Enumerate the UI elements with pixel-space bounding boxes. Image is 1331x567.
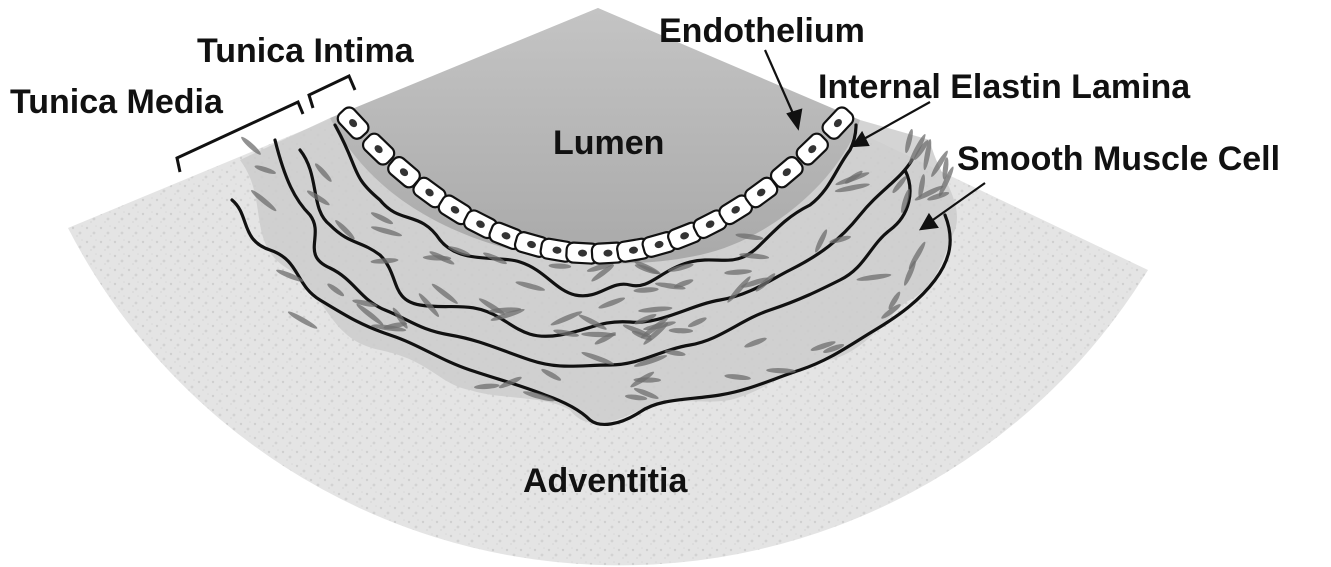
endothelium-label: Endothelium: [659, 12, 865, 50]
smooth-muscle-cell-label: Smooth Muscle Cell: [957, 140, 1280, 178]
internal-elastin-lamina-label: Internal Elastin Lamina: [818, 68, 1191, 106]
tunica-media-label: Tunica Media: [10, 83, 224, 121]
tunica-intima-bracket: [309, 76, 355, 108]
lumen-label: Lumen: [553, 124, 664, 162]
adventitia-label: Adventitia: [523, 462, 688, 500]
tunica-intima-label: Tunica Intima: [197, 32, 415, 70]
